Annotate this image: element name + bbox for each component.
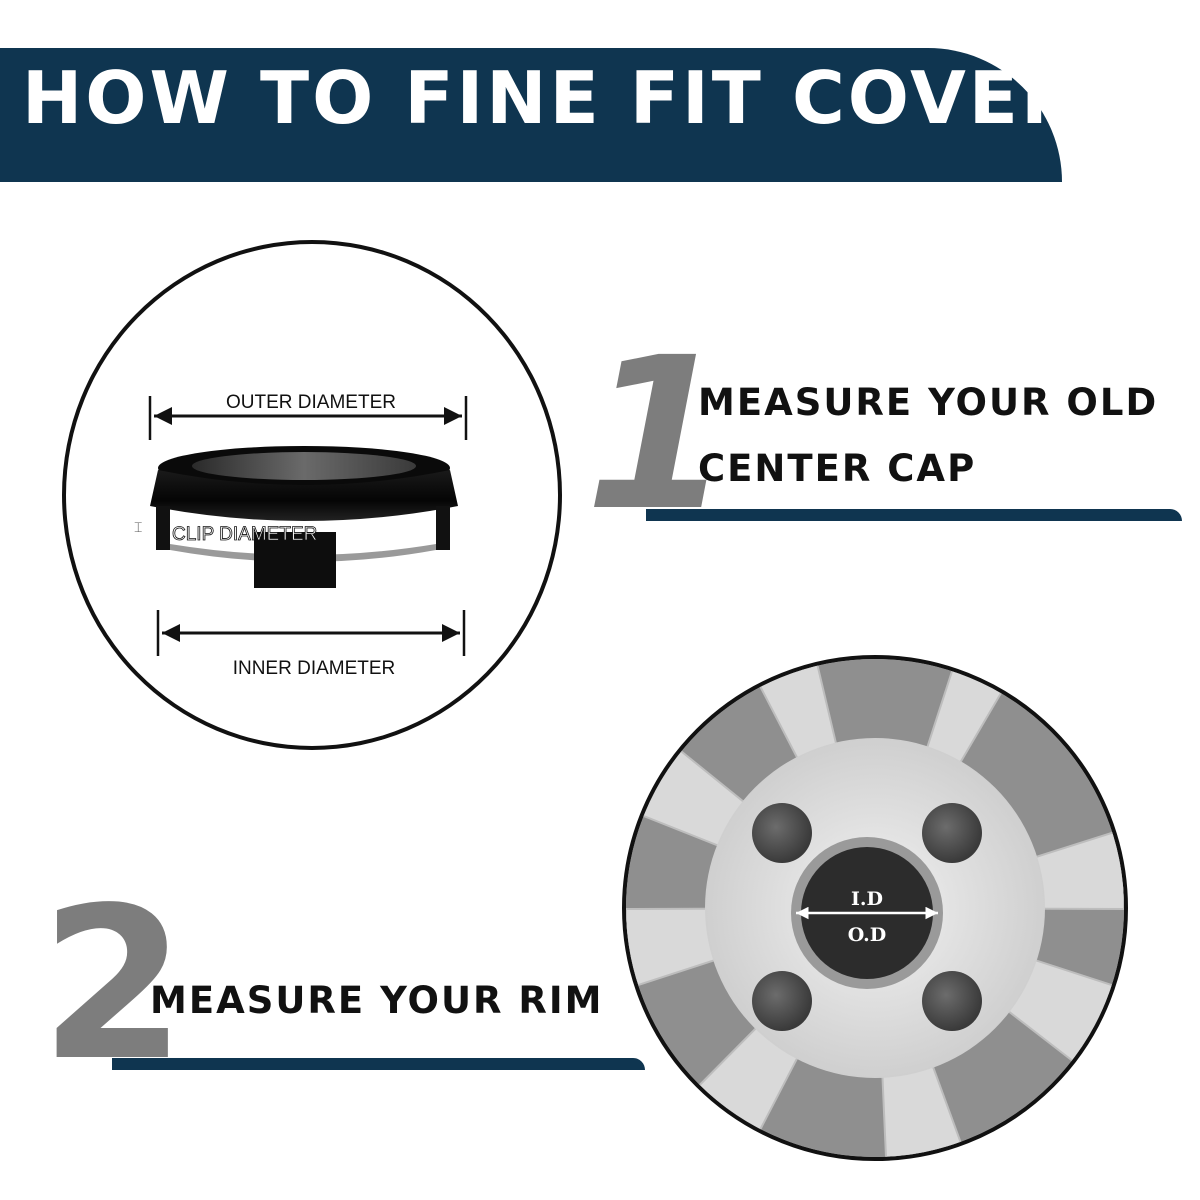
step-1-underline — [646, 509, 1182, 521]
outer-diameter-dimension: OUTER DIAMETER — [148, 392, 468, 440]
clip-marker-icon: ⌶ — [134, 520, 142, 536]
step-1-number: 1 — [585, 312, 732, 557]
inner-diameter-rim-label: I.D — [851, 888, 883, 910]
step-2-text-line1: MEASURE YOUR RIM — [150, 979, 604, 1022]
outer-diameter-label: OUTER DIAMETER — [226, 392, 396, 413]
step-2-underline — [112, 1058, 645, 1070]
inner-diameter-label: INNER DIAMETER — [233, 658, 396, 679]
inner-diameter-dimension: INNER DIAMETER — [156, 610, 466, 679]
step-2-number: 2 — [40, 862, 187, 1107]
step-1-text-line2: CENTER CAP — [698, 447, 977, 490]
rim-diagram: I.D O.D — [626, 659, 1124, 1157]
page-title: HOW TO FINE FIT COVER — [22, 56, 1080, 140]
center-cap-circle: OUTER DIAMETER CLIP DIAMETER ⌶ INNER DIA… — [62, 240, 562, 750]
center-cap-diagram: OUTER DIAMETER CLIP DIAMETER ⌶ INNER DIA… — [134, 392, 468, 679]
center-cap-photo: CLIP DIAMETER ⌶ — [134, 446, 458, 588]
header-banner — [0, 48, 1062, 182]
clip-diameter-label: CLIP DIAMETER — [172, 524, 317, 545]
rim-circle: I.D O.D — [622, 655, 1128, 1161]
lug-nuts — [752, 803, 982, 1031]
step-1-text-line1: MEASURE YOUR OLD — [698, 381, 1159, 424]
outer-diameter-rim-label: O.D — [848, 924, 887, 946]
